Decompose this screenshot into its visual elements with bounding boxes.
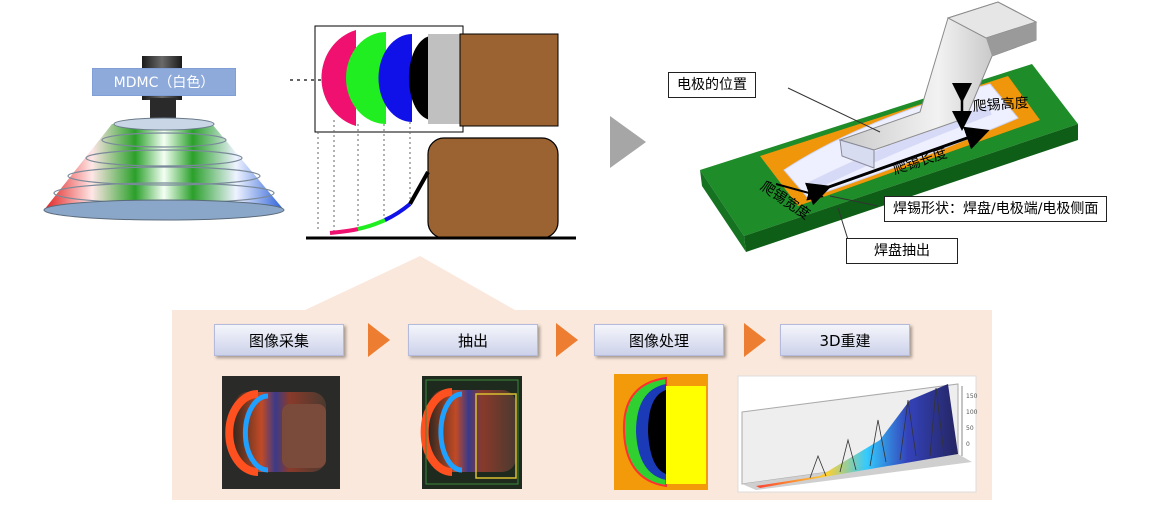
svg-text:150: 150 — [966, 393, 978, 400]
pcb-joint-3d — [700, 1, 1078, 252]
mdmc-label: MDMC（白色） — [92, 68, 236, 96]
thumbnail-extract — [420, 376, 522, 489]
step-image-capture: 图像采集 — [214, 324, 344, 356]
callout-pad-extract: 焊盘抽出 — [846, 238, 958, 264]
mdmc-light-source — [43, 56, 285, 221]
step-arrow-1 — [368, 323, 390, 357]
color-band-diagram — [306, 25, 576, 240]
step-arrow-2 — [556, 323, 578, 357]
svg-text:50: 50 — [966, 425, 974, 432]
label-climb-height: 爬锡高度 — [972, 95, 1030, 115]
thumbnail-3d: 150 100 50 0 — [737, 375, 978, 493]
step-arrow-3 — [744, 323, 766, 357]
thumbnail-processed — [614, 374, 708, 490]
step-image-processing: 图像处理 — [594, 324, 724, 356]
callout-solder-shape: 焊锡形状：焊盘/电极端/电极侧面 — [884, 196, 1108, 222]
callout-electrode-position: 电极的位置 — [668, 72, 756, 98]
process-arrow-gray — [610, 116, 646, 168]
step-extract: 抽出 — [408, 324, 538, 356]
svg-text:100: 100 — [966, 409, 978, 416]
step-3d-reconstruction: 3D重建 — [780, 324, 910, 356]
svg-text:0: 0 — [966, 441, 970, 448]
thumbnail-capture — [222, 376, 340, 489]
